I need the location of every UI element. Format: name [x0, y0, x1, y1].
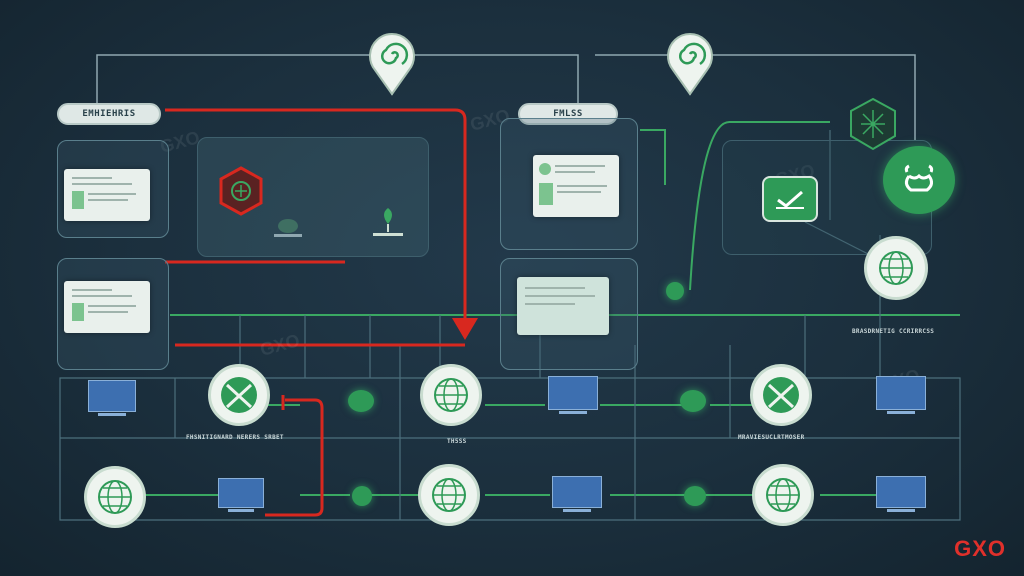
spiral-icon — [369, 33, 415, 96]
red-flow-path — [165, 108, 467, 320]
hexagon-icon — [219, 166, 263, 216]
sprout-icon — [373, 208, 403, 236]
leaf-icon — [684, 486, 706, 506]
document-icon — [64, 281, 150, 333]
tag-mid: FMLSS — [518, 103, 618, 125]
monitor-icon — [88, 380, 136, 416]
monitor-icon — [218, 478, 264, 512]
mask-icon — [904, 164, 934, 192]
document-icon — [517, 277, 609, 335]
globe-icon — [420, 364, 482, 426]
badge-icon — [883, 146, 955, 214]
globe-icon — [752, 464, 814, 526]
hexagon-icon — [850, 97, 896, 151]
red-loop — [265, 398, 324, 517]
globe-icon — [418, 464, 480, 526]
leaf-icon — [352, 486, 372, 506]
left-panel-bottom — [57, 258, 169, 370]
monitor-icon — [548, 376, 598, 414]
mid-panel-bottom — [500, 258, 638, 370]
document-icon — [533, 155, 619, 217]
green-bus-mid — [640, 129, 666, 185]
monitor-icon — [552, 476, 602, 512]
brand-logo: GXO — [954, 536, 1006, 561]
tag-left: EMHIEHRIS — [57, 103, 161, 125]
globe-icon — [864, 236, 928, 300]
leaf-icon — [348, 390, 374, 412]
monitor-icon — [876, 376, 926, 414]
spiral-icon — [667, 33, 713, 96]
caption-row-mid: TH5SS — [447, 438, 467, 445]
check-icon — [208, 364, 270, 426]
left-panel-top — [57, 140, 169, 238]
caption-right: BRASDRNETIG CCRIRRCSS — [852, 328, 935, 335]
check-icon — [750, 364, 812, 426]
leaf-icon — [274, 219, 302, 237]
red-arrow-head — [452, 318, 478, 340]
monitor-icon — [876, 476, 926, 512]
check-icon — [762, 176, 818, 222]
leaf-icon — [666, 282, 684, 300]
document-icon — [64, 169, 150, 221]
caption-row-left: FHSNITIGNARD NERERS SRBET — [186, 434, 284, 441]
leaf-icon — [680, 390, 706, 412]
top-bracket-left — [96, 54, 579, 108]
mid-panel-top — [500, 118, 638, 250]
caption-row-right: MRAVIESUCLRTMOSER — [738, 434, 805, 441]
green-bus-upper — [689, 120, 830, 291]
center-panel — [197, 137, 429, 257]
globe-icon — [84, 466, 146, 528]
